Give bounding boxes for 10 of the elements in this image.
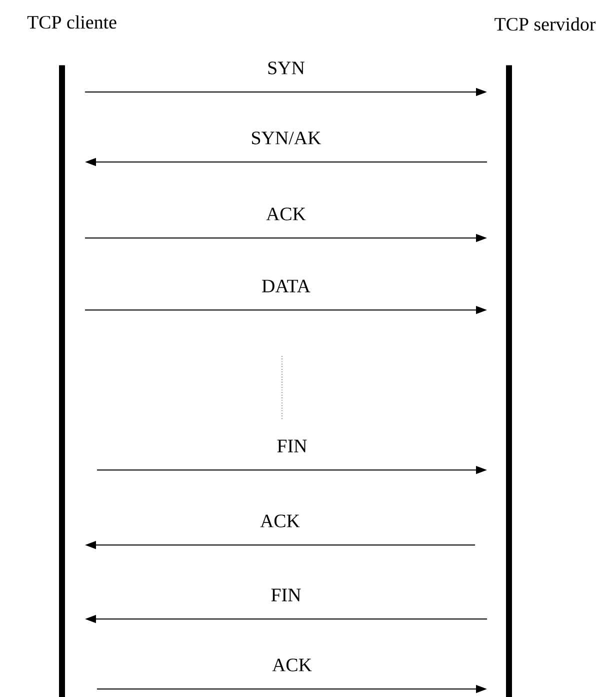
message-label: ACK — [266, 208, 306, 220]
message-label: ACK — [272, 658, 312, 672]
participant-label: TCP servidor — [494, 17, 596, 31]
message-label: DATA — [262, 280, 310, 292]
message-label: SYN — [268, 62, 304, 74]
message-label: FIN — [277, 440, 307, 452]
message-label: ACK — [260, 514, 300, 528]
participant-label: TCP cliente — [27, 15, 116, 29]
message-label: FIN — [271, 588, 301, 602]
message-label: SYN/AK — [252, 132, 322, 144]
